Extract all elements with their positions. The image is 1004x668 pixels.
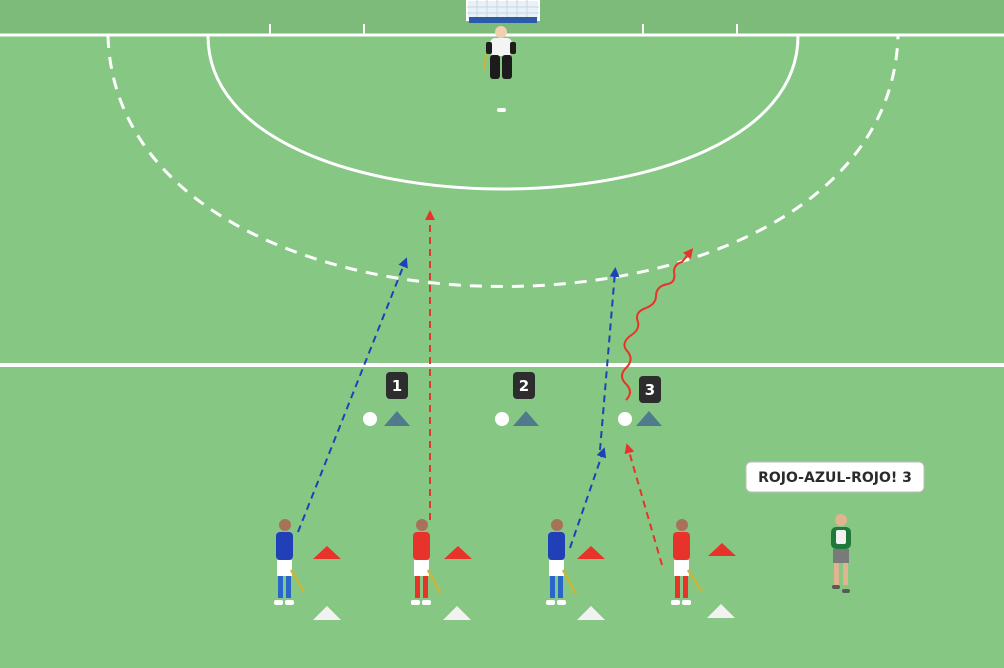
gate-markers [363,411,662,426]
player-blue-2 [546,519,578,605]
penalty-spot [497,108,506,112]
player-red-1 [411,519,443,605]
gate-label-1: 1 [392,377,402,395]
cone-icon [577,606,605,620]
cone-icon [384,411,410,426]
cone-icon [636,411,662,426]
gate-badge-3: 3 [639,376,661,403]
cone-icon [577,546,605,559]
coach-call-text: ROJO-AZUL-ROJO! 3 [758,470,912,486]
coach-icon [831,514,851,593]
gate-2 [495,411,539,426]
cone-icon [708,543,736,556]
gate-label-2: 2 [519,377,529,395]
backline-ticks [269,24,738,35]
player-icon [416,519,428,531]
goalkeeper-icon [483,26,516,79]
gate-badge-1: 1 [386,372,408,399]
dribble-arrow-red [621,248,694,401]
cone-icon [707,604,735,618]
shooting-circle [206,35,800,191]
cone-icon [313,546,341,559]
player-icon [551,519,563,531]
ball-icon [363,412,377,426]
run-arrow-blue-1 [297,257,408,533]
goal-icon [466,0,540,23]
player-icon [676,519,688,531]
ball-icon [618,412,632,426]
ball-icon [495,412,509,426]
run-arrow-blue-2 [569,447,607,549]
cone-icon [513,411,539,426]
player-icon [279,519,291,531]
cone-icon [443,606,471,620]
red-cones [313,543,736,559]
cone-icon [444,546,472,559]
player-blue-1 [274,519,306,605]
gate-1 [363,411,410,426]
player-red-2 [671,519,704,605]
run-arrow-blue-3 [599,267,620,451]
gate-label-3: 3 [645,381,655,399]
white-cones [313,604,735,620]
coach-callout: ROJO-AZUL-ROJO! 3 [745,461,925,493]
dashed-arc [106,35,900,288]
gate-3 [618,411,662,426]
gate-badge-2: 2 [513,372,535,399]
pass-arrow-red [624,443,663,566]
cone-icon [313,606,341,620]
gate-badges: 1 2 3 [386,372,661,403]
movement-lines [297,210,694,566]
